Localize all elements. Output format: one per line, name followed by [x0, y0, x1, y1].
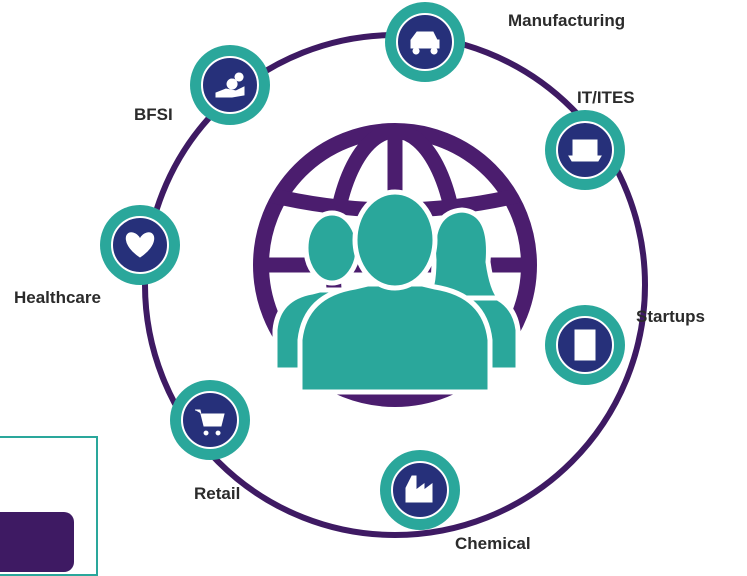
sector-label-it-ites: IT/ITES	[577, 88, 635, 107]
sector-label-chemical: Chemical	[455, 534, 531, 553]
sector-label-startups: Startups	[636, 307, 705, 326]
sector-label-bfsi: BFSI	[134, 105, 173, 124]
tablet-touch-icon	[574, 329, 596, 361]
sector-node-it-ites	[545, 110, 625, 190]
factory-icon	[405, 475, 433, 503]
heartbeat-icon	[125, 232, 155, 258]
sector-node-retail	[170, 380, 250, 460]
sector-diagram: Manufacturing IT/ITES Startups Chemical …	[14, 2, 705, 553]
sector-node-manufacturing	[385, 2, 465, 82]
sector-node-startups	[545, 305, 625, 385]
sector-node-healthcare	[100, 205, 180, 285]
people-group-icon	[272, 189, 521, 395]
dump-truck-icon	[410, 31, 440, 55]
sector-node-bfsi	[190, 45, 270, 125]
laptop-icon	[568, 139, 602, 162]
sector-label-healthcare: Healthcare	[14, 288, 101, 307]
sector-node-chemical	[380, 450, 460, 530]
sector-label-manufacturing: Manufacturing	[508, 11, 625, 30]
sector-label-retail: Retail	[194, 484, 240, 503]
money-hand-icon	[215, 72, 245, 98]
shopping-cart-icon	[195, 409, 225, 436]
